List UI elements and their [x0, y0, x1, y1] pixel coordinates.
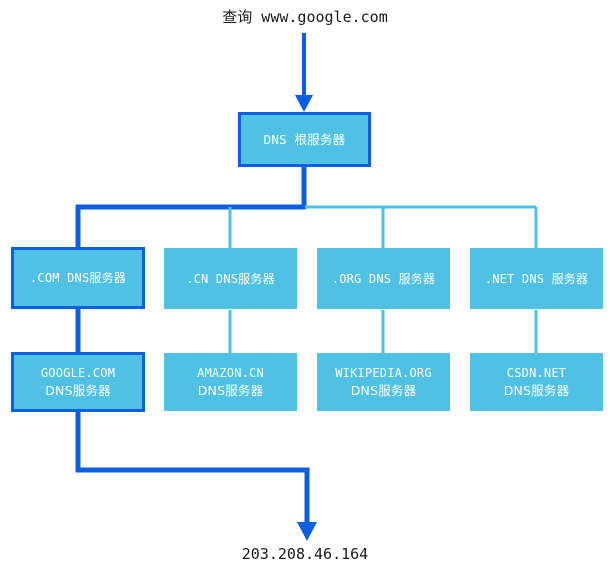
node-auth-amazon-domain: AMAZON.CN	[197, 366, 264, 380]
node-auth-csdn-suffix: DNS服务器	[503, 383, 570, 398]
query-title: 查询 www.google.com	[0, 6, 610, 27]
node-tld-org-label: .ORG DNS 服务器	[331, 271, 436, 286]
node-auth-amazon[interactable]: AMAZON.CN DNS服务器	[164, 353, 297, 411]
node-auth-google-suffix: DNS服务器	[45, 383, 111, 398]
answer-path	[75, 410, 317, 541]
node-auth-amazon-suffix: DNS服务器	[197, 383, 264, 398]
query-title-prefix: 查询	[222, 8, 253, 26]
node-tld-org[interactable]: .ORG DNS 服务器	[317, 248, 450, 309]
node-auth-google[interactable]: GOOGLE.COM DNS服务器	[11, 352, 145, 412]
node-tld-cn-label: .CN DNS服务器	[186, 271, 275, 286]
node-auth-google-domain: GOOGLE.COM	[40, 366, 116, 380]
node-dns-root-label: DNS 根服务器	[263, 131, 346, 147]
node-dns-root[interactable]: DNS 根服务器	[238, 112, 371, 167]
node-auth-wikipedia-domain: WIKIPEDIA.ORG	[335, 366, 432, 380]
node-tld-net-label: .NET DNS 服务器	[484, 271, 589, 286]
node-auth-wikipedia[interactable]: WIKIPEDIA.ORG DNS服务器	[317, 353, 450, 411]
node-tld-net[interactable]: .NET DNS 服务器	[470, 248, 603, 309]
resolved-ip-address: 203.208.46.164	[241, 545, 369, 563]
node-tld-com[interactable]: .COM DNS服务器	[11, 247, 145, 309]
node-auth-wikipedia-suffix: DNS服务器	[350, 383, 417, 398]
node-auth-csdn[interactable]: CSDN.NET DNS服务器	[470, 353, 603, 411]
node-auth-csdn-domain: CSDN.NET	[506, 366, 567, 380]
query-title-domain: www.google.com	[261, 8, 388, 26]
query-arrow	[295, 33, 313, 112]
node-tld-cn[interactable]: .CN DNS服务器	[164, 248, 297, 309]
node-tld-com-label: .COM DNS服务器	[30, 271, 126, 285]
query-title-url	[252, 8, 261, 26]
